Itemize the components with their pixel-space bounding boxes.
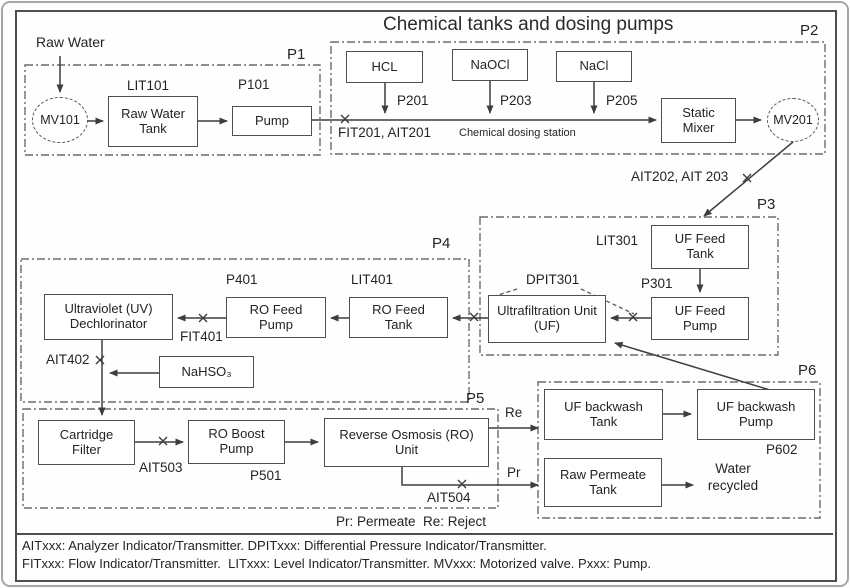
tag-p205: P205 <box>606 93 638 108</box>
uf-feed-tank-box: UF Feed Tank <box>651 225 749 269</box>
valve-cross-markers <box>95 114 752 489</box>
tag-lit301: LIT301 <box>596 233 639 248</box>
ro-feed-tank-box: RO Feed Tank <box>349 297 448 338</box>
tag-p602: P602 <box>766 442 798 457</box>
legend-line-2: FITxxx: Flow Indicator/Transmitter. LITx… <box>22 556 651 571</box>
region-label-p1: P1 <box>287 46 306 63</box>
tag-p201: P201 <box>397 93 429 108</box>
region-p5-outline <box>22 408 499 509</box>
permeate-flow-label: Pr <box>507 465 521 480</box>
ultrafiltration-unit-box: Ultrafiltration Unit (UF) <box>488 295 606 343</box>
tag-ait503: AIT503 <box>139 460 183 475</box>
region-p3-outline <box>479 216 779 356</box>
tag-ait402: AIT402 <box>46 352 90 367</box>
raw-water-tank-box: Raw Water Tank <box>108 96 198 147</box>
tag-fit401: FIT401 <box>180 329 223 344</box>
tag-lit101: LIT101 <box>127 78 170 93</box>
uf-backwash-pump-box: UF backwash Pump <box>697 389 815 440</box>
permeate-reject-note: Pr: Permeate Re: Reject <box>336 514 487 529</box>
region-label-p5: P5 <box>466 390 485 407</box>
region-p4-outline <box>20 258 470 403</box>
tag-p401: P401 <box>226 272 258 287</box>
chemical-dosing-station-label: Chemical dosing station <box>459 127 576 139</box>
region-p2-outline <box>330 41 826 155</box>
cross-icon <box>95 355 105 365</box>
raw-water-label: Raw Water <box>36 34 105 50</box>
tag-fit201-ait201: FIT201, AIT201 <box>338 125 432 140</box>
diagram-title: Chemical tanks and dosing pumps <box>383 14 674 35</box>
uv-dechlorinator-box: Ultraviolet (UV) Dechlorinator <box>44 294 173 340</box>
legend-separator <box>15 533 833 535</box>
diagram-frame <box>15 10 837 582</box>
cross-icon <box>628 312 638 322</box>
cartridge-filter-box: Cartridge Filter <box>38 420 135 465</box>
flow-arrows <box>56 56 794 489</box>
cross-icon <box>742 173 752 183</box>
tag-dpit301: DPIT301 <box>526 272 580 287</box>
region-label-p6: P6 <box>798 362 817 379</box>
pump-p101-box: Pump <box>232 106 312 136</box>
legend-line-1: AITxxx: Analyzer Indicator/Transmitter. … <box>22 538 547 553</box>
region-outlines <box>20 41 826 519</box>
raw-permeate-tank-box: Raw Permeate Tank <box>544 458 662 507</box>
uf-backwash-tank-box: UF backwash Tank <box>544 389 663 440</box>
region-p6-outline <box>537 381 821 519</box>
tag-p203: P203 <box>500 93 532 108</box>
valve-mv201: MV201 <box>767 98 819 142</box>
region-label-p4: P4 <box>432 235 451 252</box>
region-p1-outline <box>24 64 321 156</box>
naocl-tank-box: NaOCl <box>452 49 528 81</box>
ro-feed-pump-box: RO Feed Pump <box>226 297 326 338</box>
ro-boost-pump-box: RO Boost Pump <box>188 420 285 464</box>
hcl-tank-box: HCL <box>346 51 423 83</box>
valve-mv101: MV101 <box>32 97 88 143</box>
tag-p301: P301 <box>641 276 673 291</box>
region-label-p3: P3 <box>757 196 776 213</box>
tag-lit401: LIT401 <box>351 272 394 287</box>
tag-ait202-ait203: AIT202, AIT 203 <box>631 169 729 184</box>
nahso3-tank-box: NaHSO₃ <box>159 356 254 388</box>
static-mixer-box: Static Mixer <box>661 98 736 143</box>
water-recycled-label: Water recycled <box>707 461 759 493</box>
cross-icon <box>158 436 168 446</box>
nacl-tank-box: NaCl <box>556 51 632 82</box>
cross-icon <box>469 312 479 322</box>
tag-p501: P501 <box>250 468 282 483</box>
cross-icon <box>198 313 208 323</box>
tag-p101: P101 <box>238 77 270 92</box>
cross-icon <box>340 114 350 124</box>
region-label-p2: P2 <box>800 22 819 39</box>
tag-ait504: AIT504 <box>427 490 471 505</box>
reverse-osmosis-unit-box: Reverse Osmosis (RO) Unit <box>324 418 489 467</box>
uf-feed-pump-box: UF Feed Pump <box>651 297 749 340</box>
reject-flow-label: Re <box>505 405 523 420</box>
cross-icon <box>457 479 467 489</box>
